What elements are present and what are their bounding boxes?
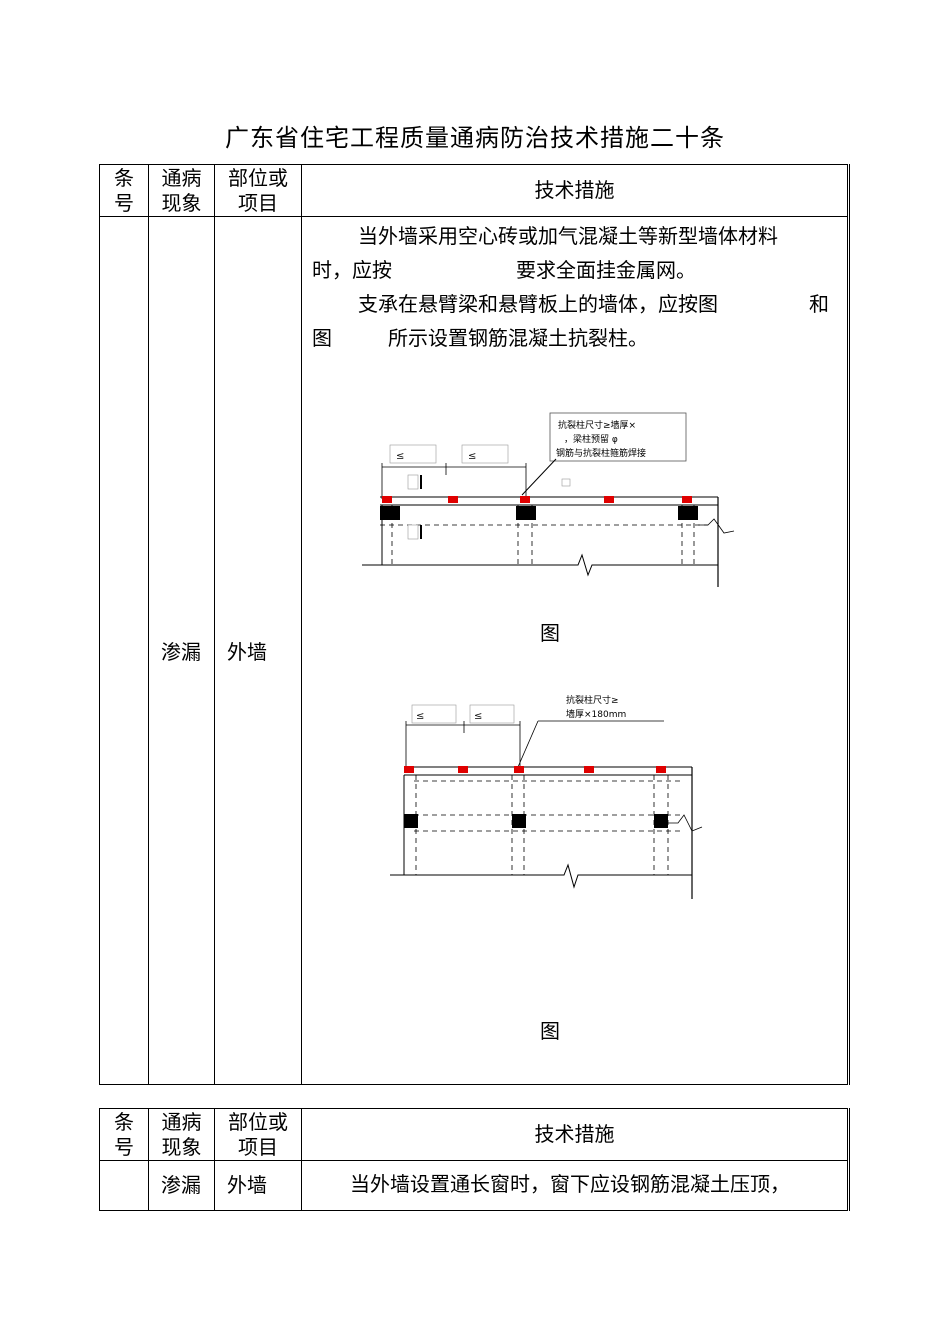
cell-measures: 当外墙设置通长窗时，窗下应设钢筋混凝土压顶， (301, 1160, 849, 1211)
measure-para2-line2b: 所示设置钢筋混凝土抗裂柱。 (388, 326, 648, 350)
cell-phenomenon: 渗漏 (148, 216, 215, 1085)
table-header-row: 条 号 通病 现象 部位或 项目 技术措施 (99, 164, 849, 217)
cell-location: 外墙 (214, 1160, 302, 1211)
header-phenomenon: 通病 现象 (148, 1108, 215, 1161)
header-location-line1: 部位或 (228, 1109, 288, 1134)
table-header-row: 条 号 通病 现象 部位或 项目 技术措施 (99, 1108, 849, 1161)
measure-para1-line2: 时，应按 要求全面挂金属网。 (302, 253, 839, 287)
header-location: 部位或 项目 (214, 1108, 302, 1161)
header-item-no-line2: 号 (114, 1134, 134, 1159)
cell-location: 外墙 (214, 216, 302, 1085)
header-location-line1: 部位或 (228, 165, 288, 190)
header-phenomenon-line2: 现象 (161, 1134, 202, 1159)
fig1-dim1: ≤ (396, 451, 404, 462)
figure-2-cantilever-wall-diagram: 抗裂柱尺寸≥ 墙厚×180mm ≤ ≤ (390, 694, 703, 899)
fig1-note-line3: 钢筋与抗裂柱箍筋焊接 (556, 447, 646, 459)
measure-para1-line2a: 时，应按 (312, 258, 392, 282)
header-item-no-line2: 号 (114, 190, 134, 215)
measure-para2-line1a: 支承在悬臂梁和悬臂板上的墙体，应按图 (358, 292, 718, 316)
header-phenomenon: 通病 现象 (148, 164, 215, 217)
figure-2-caption: 图 (540, 1019, 560, 1043)
header-phenomenon-line1: 通病 (161, 165, 202, 190)
header-location: 部位或 项目 (214, 164, 302, 217)
header-item-no: 条 号 (99, 1108, 149, 1161)
fig2-note-line1: 抗裂柱尺寸≥ (566, 694, 619, 706)
measure-para2-line2: 图 所示设置钢筋混凝土抗裂柱。 (302, 321, 839, 355)
measure-para2-line1b: 和 (809, 292, 829, 316)
header-measures: 技术措施 (301, 1108, 849, 1161)
header-item-no-line1: 条 (114, 1109, 134, 1134)
measures-table-1: 条 号 通病 现象 部位或 项目 技术措施 渗漏 外墙 当外墙采用空心砖或加气混… (99, 164, 850, 1085)
fig2-note-line2: 墙厚×180mm (566, 708, 626, 720)
header-location-line2: 项目 (238, 1134, 278, 1159)
measure-para1-line2b: 要求全面挂金属网。 (516, 258, 696, 282)
measure-text: 当外墙设置通长窗时，窗下应设钢筋混凝土压顶， (350, 1172, 790, 1196)
figure-1-caption: 图 (540, 621, 560, 645)
table-row: 渗漏 外墙 当外墙采用空心砖或加气混凝土等新型墙体材料 时，应按 要求全面挂金属网… (99, 216, 849, 1085)
fig2-dim2: ≤ (474, 711, 482, 722)
measure-para2-line2a: 图 (312, 326, 332, 350)
cell-measures: 当外墙采用空心砖或加气混凝土等新型墙体材料 时，应按 要求全面挂金属网。 支承在悬… (301, 216, 849, 1085)
header-location-line2: 项目 (238, 190, 278, 215)
table-row: 渗漏 外墙 当外墙设置通长窗时，窗下应设钢筋混凝土压顶， (99, 1160, 849, 1211)
fig1-note-line2: ，梁柱预留 φ (564, 433, 618, 445)
measures-table-2: 条 号 通病 现象 部位或 项目 技术措施 渗漏 外墙 当外墙设置通长窗时，窗下… (99, 1108, 850, 1211)
measure-para1-line1: 当外墙采用空心砖或加气混凝土等新型墙体材料 (358, 224, 778, 248)
figure-1-cantilever-wall-diagram: 抗裂柱尺寸≥墙厚× ，梁柱预留 φ 钢筋与抗裂柱箍筋焊接 ≤ ≤ (362, 412, 735, 587)
fig2-dim1: ≤ (416, 711, 424, 722)
document-title: 广东省住宅工程质量通病防治技术措施二十条 (225, 124, 725, 152)
cell-phenomenon: 渗漏 (148, 1160, 215, 1211)
measure-para2-line1: 支承在悬臂梁和悬臂板上的墙体，应按图 和 (302, 287, 839, 321)
header-item-no-line1: 条 (114, 165, 134, 190)
cell-item-no (99, 216, 149, 1085)
header-phenomenon-line2: 现象 (161, 190, 202, 215)
fig1-note-line1: 抗裂柱尺寸≥墙厚× (558, 419, 636, 431)
cell-item-no (99, 1160, 149, 1211)
header-measures: 技术措施 (301, 164, 849, 217)
fig1-dim2: ≤ (468, 451, 476, 462)
header-item-no: 条 号 (99, 164, 149, 217)
header-phenomenon-line1: 通病 (161, 1109, 202, 1134)
